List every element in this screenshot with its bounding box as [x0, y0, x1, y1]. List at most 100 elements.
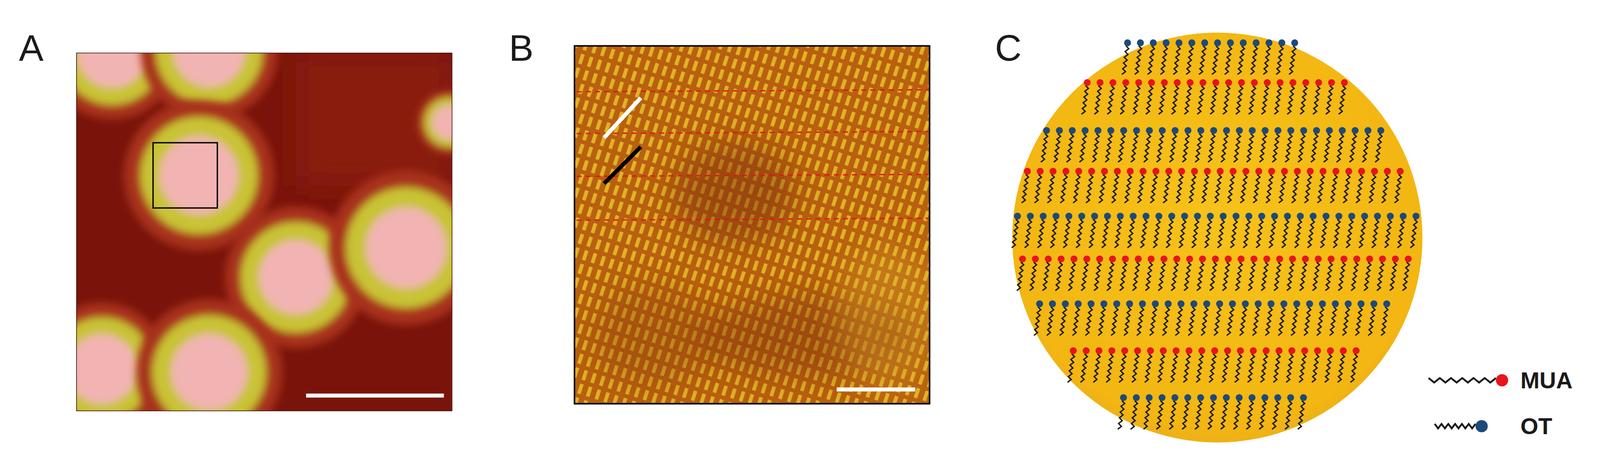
- head-group: [1100, 300, 1108, 308]
- alkyl-chain: [1143, 133, 1151, 162]
- head-group: [1287, 394, 1295, 402]
- alkyl-chain: [1117, 400, 1125, 430]
- head-group: [1357, 167, 1365, 175]
- head-group: [1327, 347, 1335, 355]
- alkyl-chain: [1242, 219, 1250, 248]
- head-group: [1158, 394, 1166, 402]
- alkyl-chain: [1271, 400, 1279, 430]
- nanoparticle: [136, 299, 283, 411]
- head-group: [1013, 212, 1021, 220]
- head-group: [1116, 212, 1124, 220]
- alkyl-chain: [1121, 45, 1129, 75]
- head-group: [1250, 255, 1258, 263]
- alkyl-chain: [1338, 85, 1346, 115]
- alkyl-chain: [1118, 354, 1126, 383]
- head-group: [1070, 255, 1078, 263]
- alkyl-chain: [1217, 219, 1225, 248]
- head-group: [1149, 39, 1157, 47]
- alkyl-chain: [1063, 219, 1071, 248]
- alkyl-chain: [1081, 261, 1089, 291]
- head-group: [1302, 79, 1310, 87]
- alkyl-chain: [1196, 354, 1204, 383]
- alkyl-chain: [1111, 174, 1119, 203]
- head-group: [1338, 126, 1346, 134]
- alkyl-chain: [1278, 174, 1286, 203]
- legend-label: OT: [1520, 414, 1553, 438]
- head-group: [1271, 212, 1279, 220]
- head-group: [1062, 167, 1070, 175]
- alkyl-chain: [1107, 85, 1114, 115]
- head-group: [1245, 212, 1253, 220]
- alkyl-chain: [1261, 85, 1269, 115]
- head-group: [1399, 212, 1407, 220]
- alkyl-chain: [1134, 45, 1142, 75]
- afm-stripes: [574, 45, 930, 404]
- alkyl-chain: [1079, 133, 1087, 162]
- head-group: [1184, 126, 1192, 134]
- head-group: [1061, 300, 1069, 308]
- head-group: [1120, 126, 1128, 134]
- alkyl-chain: [1320, 219, 1328, 248]
- alkyl-chain: [1147, 45, 1155, 75]
- head-group: [1309, 212, 1317, 220]
- head-group: [1219, 212, 1227, 220]
- head-group: [1173, 255, 1181, 263]
- alkyl-chain: [1114, 219, 1122, 248]
- alkyl-chain: [1350, 354, 1358, 383]
- alkyl-chain: [1158, 261, 1166, 291]
- particle-core: [173, 52, 246, 87]
- head-group: [1133, 347, 1141, 355]
- head-group: [1121, 347, 1129, 355]
- alkyl-chain: [1145, 85, 1153, 115]
- alkyl-chain: [1175, 174, 1183, 203]
- alkyl-chain: [1325, 261, 1333, 291]
- alkyl-chain: [1351, 261, 1358, 291]
- head-group: [1039, 212, 1047, 220]
- head-group: [1274, 394, 1282, 402]
- head-group: [1383, 300, 1391, 308]
- alkyl-chain: [1016, 261, 1024, 291]
- alkyl-chain: [1011, 219, 1019, 248]
- alkyl-chain: [1268, 219, 1276, 248]
- alkyl-chain: [1239, 174, 1247, 203]
- head-group: [1188, 39, 1196, 47]
- head-group: [1119, 394, 1127, 402]
- head-group: [1235, 394, 1243, 402]
- alkyl-chain: [1313, 85, 1321, 115]
- alkyl-chain: [1281, 219, 1289, 248]
- alkyl-chain: [1186, 45, 1194, 75]
- alkyl-chain: [1214, 306, 1222, 336]
- head-group: [1055, 126, 1063, 134]
- alkyl-chain: [1212, 45, 1220, 75]
- alkyl-chain: [1149, 306, 1157, 336]
- head-group: [1344, 300, 1352, 308]
- head-group: [1044, 255, 1052, 263]
- head-group: [1043, 126, 1051, 134]
- head-group: [1121, 255, 1129, 263]
- head-group: [1198, 347, 1206, 355]
- head-group: [1145, 394, 1153, 402]
- head-group: [1283, 212, 1291, 220]
- head-group: [1332, 300, 1340, 308]
- alkyl-chain: [1131, 354, 1139, 383]
- alkyl-chain: [1197, 85, 1205, 115]
- alkyl-chain: [1068, 261, 1076, 291]
- alkyl-chain: [1024, 219, 1032, 248]
- alkyl-chain: [1034, 174, 1042, 203]
- alkyl-chain: [1265, 306, 1273, 336]
- head-group: [1049, 300, 1057, 308]
- particle-core: [432, 105, 453, 140]
- alkyl-chain: [1374, 133, 1382, 162]
- head-group: [1241, 300, 1249, 308]
- head-group: [1074, 300, 1082, 308]
- head-group: [1152, 167, 1160, 175]
- alkyl-chain: [1310, 133, 1318, 162]
- alkyl-chain: [1042, 261, 1050, 291]
- head-group: [1136, 39, 1144, 47]
- alkyl-chain: [1092, 133, 1100, 162]
- alkyl-chain: [1336, 133, 1344, 162]
- alkyl-chain: [1080, 354, 1088, 383]
- head-group: [1370, 300, 1378, 308]
- alkyl-chain: [1288, 45, 1296, 75]
- panel-letter: B: [508, 29, 534, 67]
